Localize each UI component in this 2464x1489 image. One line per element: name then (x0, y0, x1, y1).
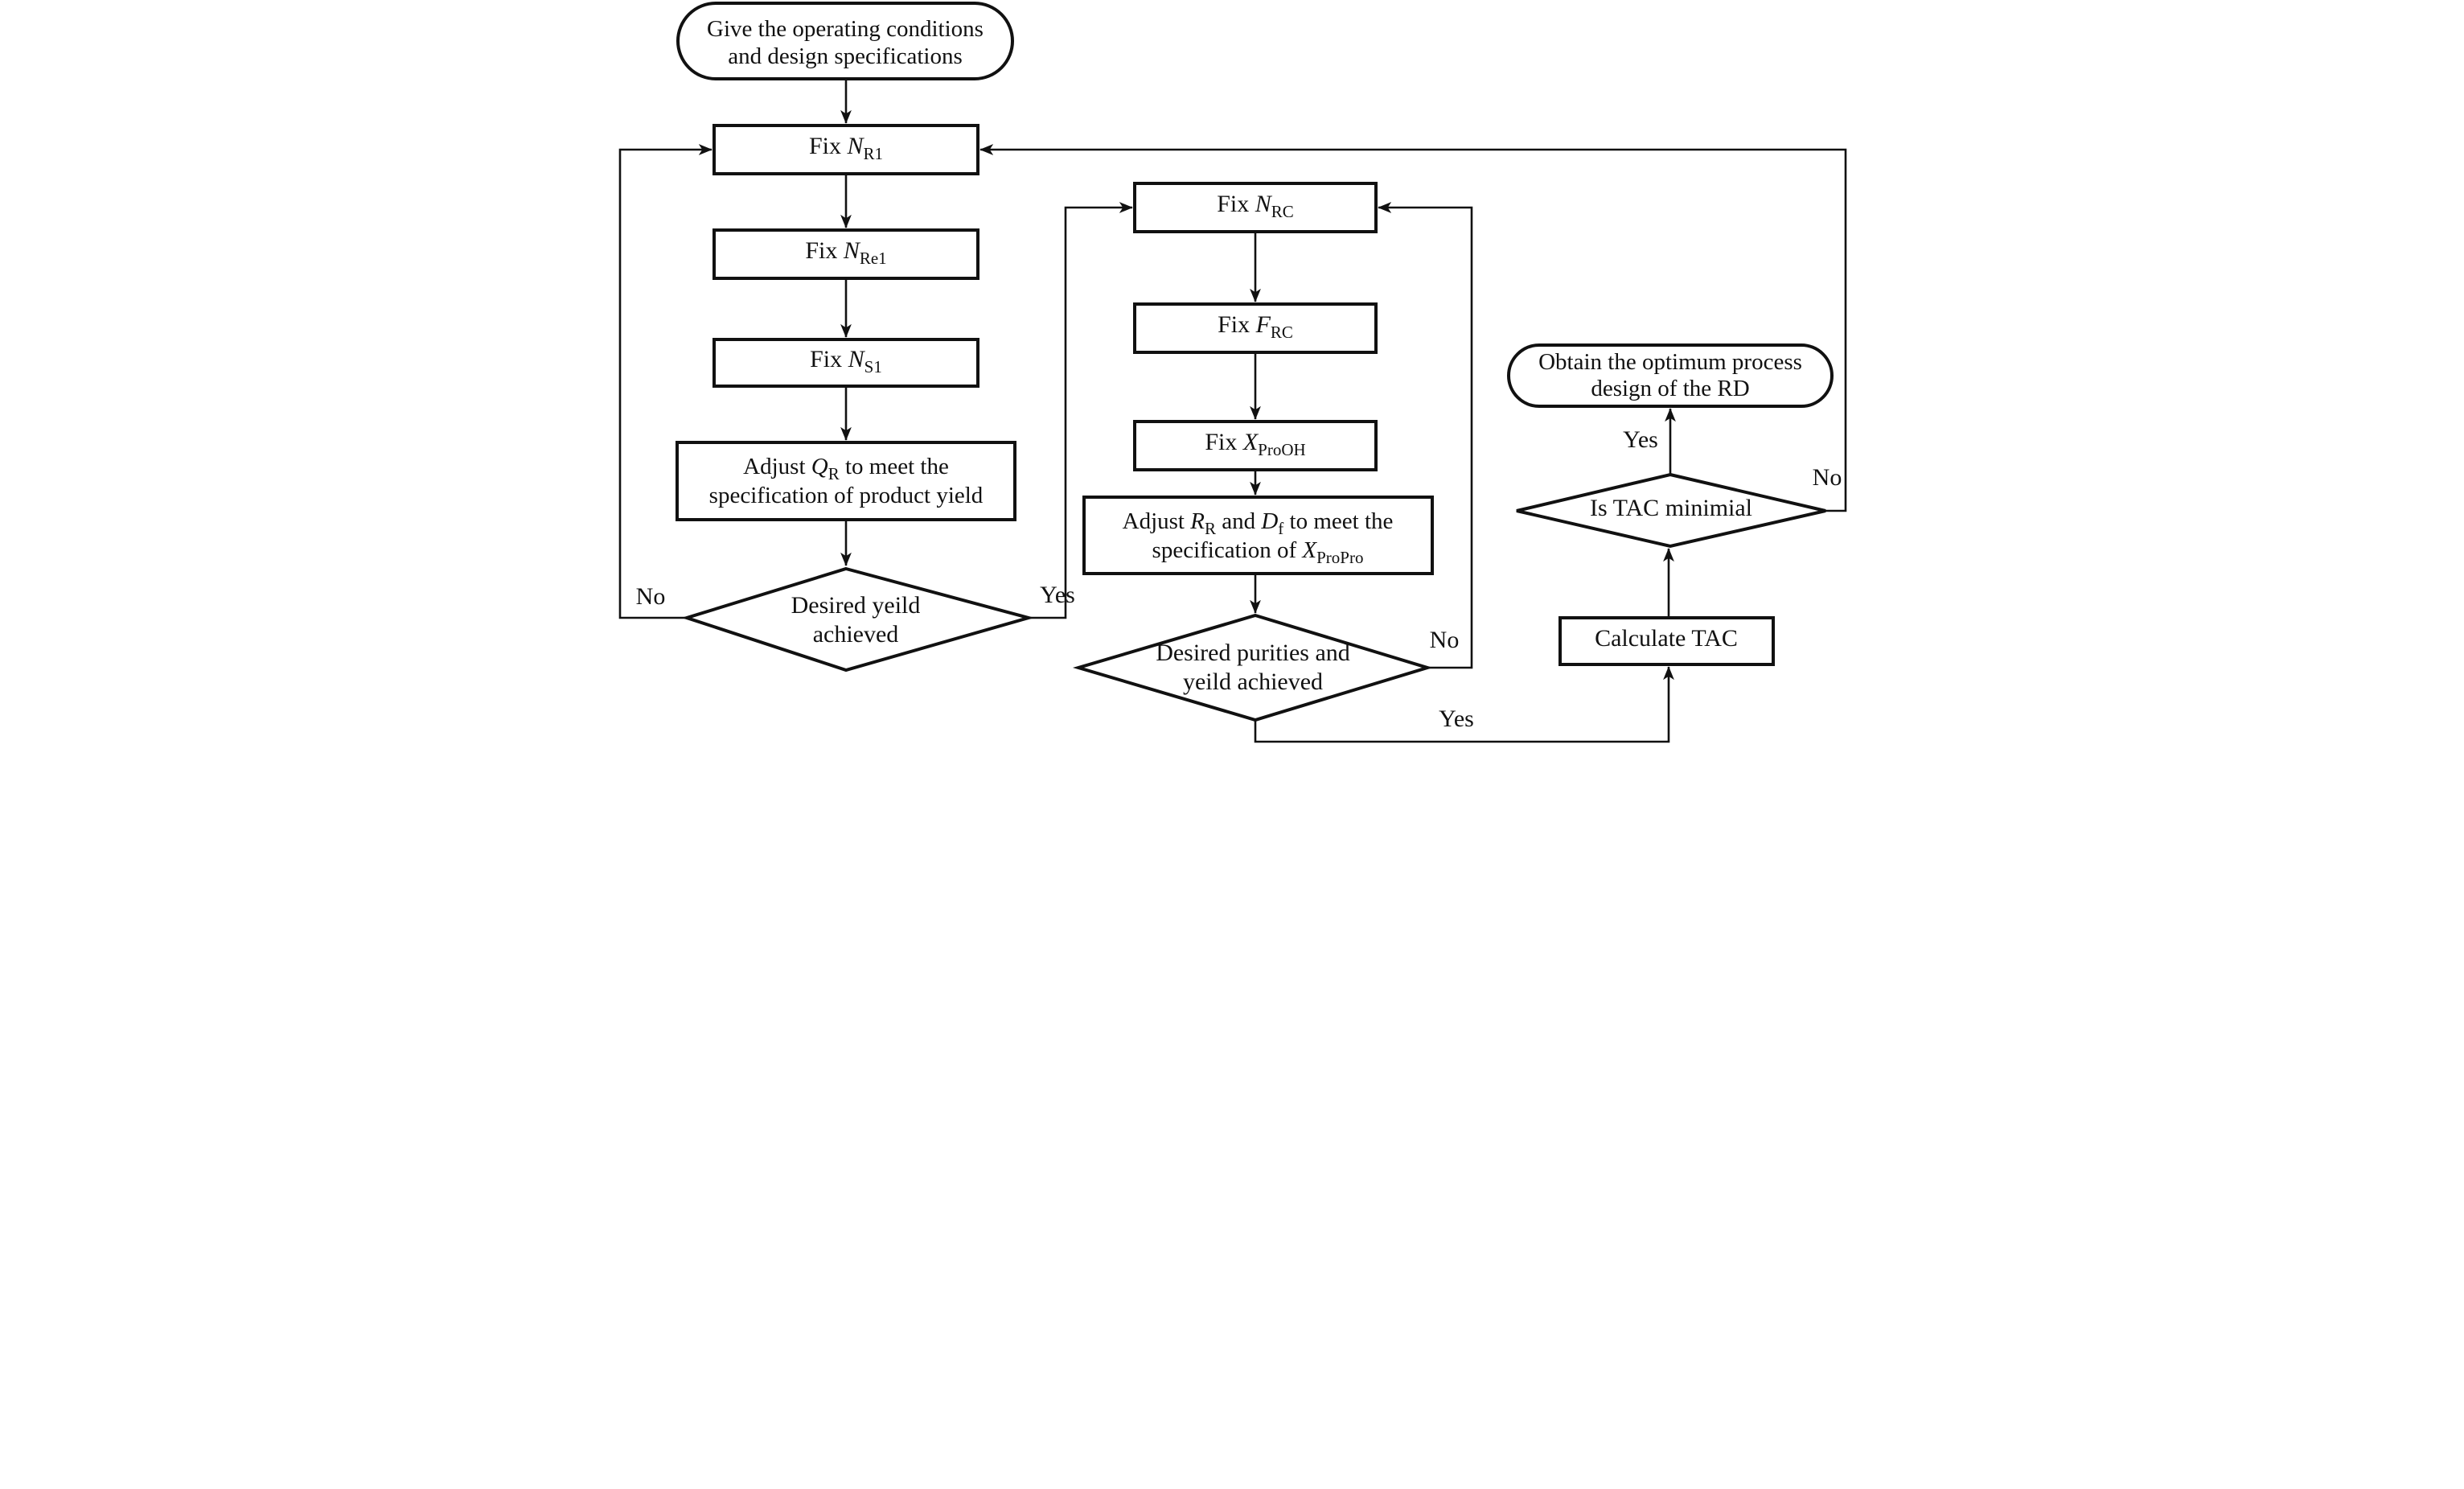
start-terminator (676, 2, 1014, 80)
fix-xprooh-label: Fix XProOH (1205, 429, 1305, 459)
adjust-qr-label-line2: specification of product yield (709, 483, 984, 508)
fix-xprooh-box (1133, 420, 1378, 471)
label-no-yield: No (636, 583, 666, 610)
flowchart-canvas: Give the operating conditions and design… (616, 0, 1848, 745)
decision-purity-line2: yeild achieved (1183, 668, 1323, 695)
adjust-rrdf-label-line1: Adjust RR and Df to meet the (1123, 508, 1394, 538)
fix-ns1-box (713, 338, 979, 388)
decision-yield-diamond (681, 566, 1035, 673)
decision-yield-line2: achieved (813, 621, 899, 648)
fix-nr1-label: Fix NR1 (809, 133, 883, 163)
decision-tac-label: Is TAC minimial (1590, 495, 1752, 521)
adjust-rrdf-box (1082, 496, 1434, 575)
label-yes-purity: Yes (1439, 705, 1474, 732)
start-label-line1: Give the operating conditions (707, 16, 984, 42)
adjust-qr-label-line1: Adjust QR to meet the (743, 454, 949, 483)
label-yes-tac: Yes (1623, 426, 1658, 453)
fix-nre1-label: Fix NRe1 (805, 237, 886, 268)
start-label-line2: and design specifications (728, 43, 963, 69)
decision-purity-line1: Desired purities and (1156, 640, 1350, 666)
decision-tac-diamond (1516, 472, 1826, 549)
decision-purity-diamond (1072, 613, 1433, 722)
label-yes-yield: Yes (1040, 582, 1075, 608)
label-no-tac: No (1813, 464, 1842, 491)
calc-tac-label: Calculate TAC (1595, 625, 1738, 652)
calc-tac-box (1558, 616, 1775, 666)
edge-yes-purity-to-calctac (1254, 666, 1674, 743)
decision-yield-line1: Desired yeild (791, 592, 921, 619)
adjust-rrdf-label-line2: specification of XProPro (1152, 537, 1364, 567)
label-no-purity: No (1430, 627, 1460, 653)
end-terminator (1507, 343, 1834, 408)
fix-nre1-box (713, 228, 979, 280)
fix-nrc-label: Fix NRC (1217, 191, 1294, 221)
end-label-line2: design of the RD (1591, 376, 1749, 401)
fix-nrc-box (1133, 182, 1378, 233)
edge-yes-yield-to-fixnrc (1029, 202, 1133, 619)
fix-nr1-box (713, 124, 979, 175)
fix-ns1-label: Fix NS1 (810, 346, 882, 376)
edge-no-yield-loop (618, 144, 713, 619)
fix-frc-label: Fix FRC (1218, 311, 1293, 342)
flowchart-page: Give the operating conditions and design… (616, 0, 1848, 745)
edge-no-tac-loop (979, 144, 1847, 512)
fix-frc-box (1133, 302, 1378, 354)
edge-no-purity-loop (1378, 202, 1473, 669)
end-label-line1: Obtain the optimum process (1538, 349, 1802, 375)
adjust-qr-box (676, 441, 1016, 521)
